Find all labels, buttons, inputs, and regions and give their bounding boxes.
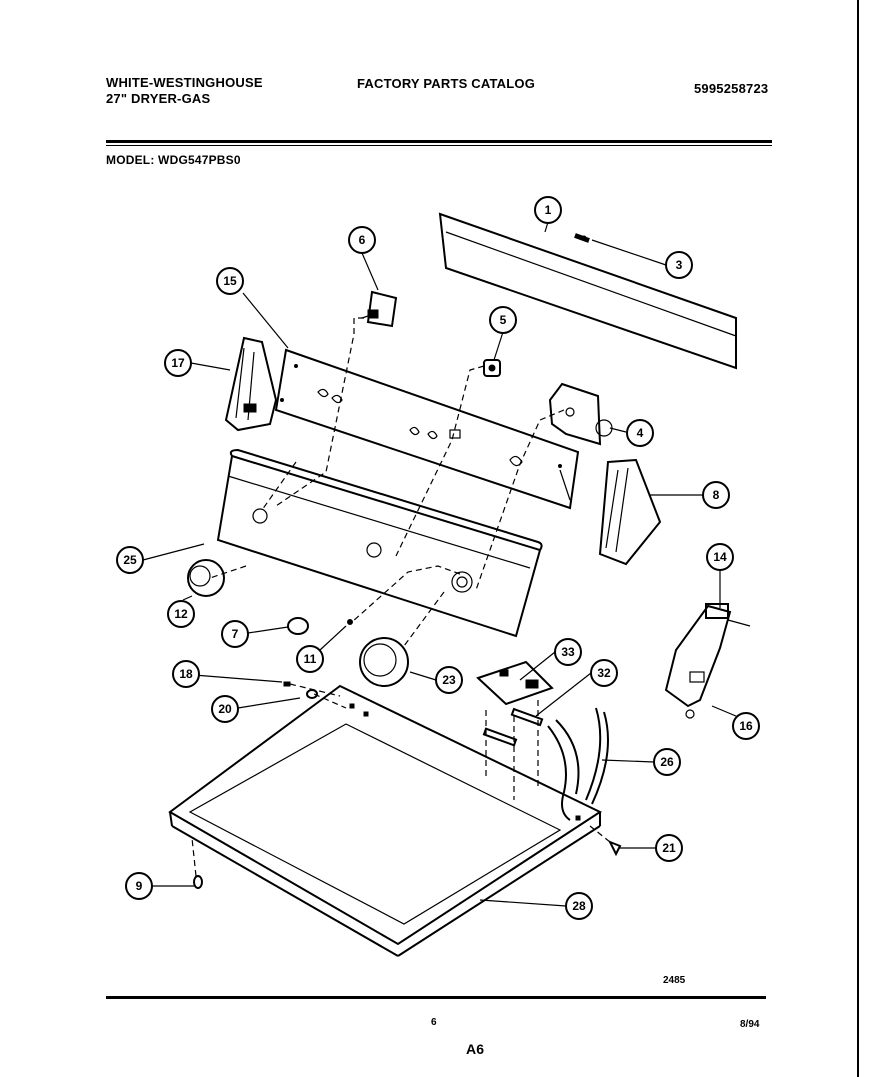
page-number: 6 — [431, 1017, 437, 1028]
part-connector — [482, 707, 544, 747]
callout-17: 17 — [164, 349, 192, 377]
part-right-end-cap — [598, 458, 662, 566]
callout-14: 14 — [706, 543, 734, 571]
part-button-7 — [287, 617, 309, 635]
callout-6: 6 — [348, 226, 376, 254]
part-small-switch — [483, 359, 501, 377]
svg-text:8: 8 — [713, 488, 720, 502]
callout-21: 21 — [655, 834, 683, 862]
part-screws — [193, 681, 622, 889]
leader-lines — [142, 221, 744, 907]
part-control-board — [476, 660, 554, 706]
part-right-bracket — [664, 603, 751, 719]
callout-26: 26 — [653, 748, 681, 776]
callout-1: 1 — [534, 196, 562, 224]
callout-23: 23 — [435, 666, 463, 694]
footer-rule — [106, 996, 766, 999]
svg-text:11: 11 — [304, 652, 317, 666]
part-timer — [548, 382, 613, 446]
page-border-right — [857, 0, 859, 1077]
svg-text:21: 21 — [662, 841, 676, 855]
callout-11: 11 — [296, 645, 324, 673]
svg-text:1: 1 — [545, 203, 552, 217]
callout-28: 28 — [565, 892, 593, 920]
callout-20: 20 — [211, 695, 239, 723]
svg-text:17: 17 — [171, 356, 185, 370]
svg-text:20: 20 — [218, 702, 232, 716]
callout-32: 32 — [590, 659, 618, 687]
svg-text:3: 3 — [676, 258, 683, 272]
header-rule-thin — [106, 145, 772, 146]
callout-7: 7 — [221, 620, 249, 648]
svg-text:25: 25 — [123, 553, 137, 567]
part-dryer-top — [168, 684, 603, 957]
part-top-panel — [438, 212, 737, 370]
product-name: 27" DRYER-GAS — [106, 91, 211, 106]
svg-text:14: 14 — [713, 550, 727, 564]
callout-9: 9 — [125, 872, 153, 900]
drawing-number: 2485 — [663, 975, 686, 986]
part-spring-11 — [347, 619, 353, 625]
catalog-number: 5995258723 — [694, 81, 769, 96]
callout-15: 15 — [216, 267, 244, 295]
callout-18: 18 — [172, 660, 200, 688]
part-console-back-panel — [274, 348, 580, 510]
revision-date: 8/94 — [740, 1019, 760, 1030]
callout-3: 3 — [665, 251, 693, 279]
brand-name: WHITE-WESTINGHOUSE — [106, 75, 263, 90]
svg-text:15: 15 — [223, 274, 237, 288]
model-line: MODEL: WDG547PBS0 — [106, 153, 241, 167]
callout-8: 8 — [702, 481, 730, 509]
callout-4: 4 — [626, 419, 654, 447]
part-switch — [361, 290, 398, 328]
svg-text:28: 28 — [572, 899, 586, 913]
part-knob-23 — [359, 637, 409, 687]
svg-text:12: 12 — [174, 607, 188, 621]
svg-text:33: 33 — [561, 645, 575, 659]
svg-text:6: 6 — [359, 233, 366, 247]
callout-33: 33 — [554, 638, 582, 666]
part-knob-12 — [187, 559, 225, 597]
svg-text:23: 23 — [442, 673, 456, 687]
svg-text:5: 5 — [500, 313, 507, 327]
callout-12: 12 — [167, 600, 195, 628]
section-code: A6 — [466, 1041, 485, 1057]
part-left-end-cap — [224, 336, 278, 432]
catalog-title: FACTORY PARTS CATALOG — [357, 76, 536, 91]
svg-text:4: 4 — [637, 426, 644, 440]
svg-text:9: 9 — [136, 879, 143, 893]
callout-5: 5 — [489, 306, 517, 334]
callout-25: 25 — [116, 546, 144, 574]
svg-text:7: 7 — [232, 627, 239, 641]
svg-text:26: 26 — [660, 755, 674, 769]
svg-text:18: 18 — [179, 667, 193, 681]
header-rule — [106, 140, 772, 143]
svg-text:16: 16 — [739, 719, 753, 733]
callout-16: 16 — [732, 712, 760, 740]
svg-text:32: 32 — [597, 666, 611, 680]
assembly-lines — [191, 317, 611, 877]
part-control-panel — [216, 448, 543, 638]
part-wire-harness — [547, 707, 609, 821]
